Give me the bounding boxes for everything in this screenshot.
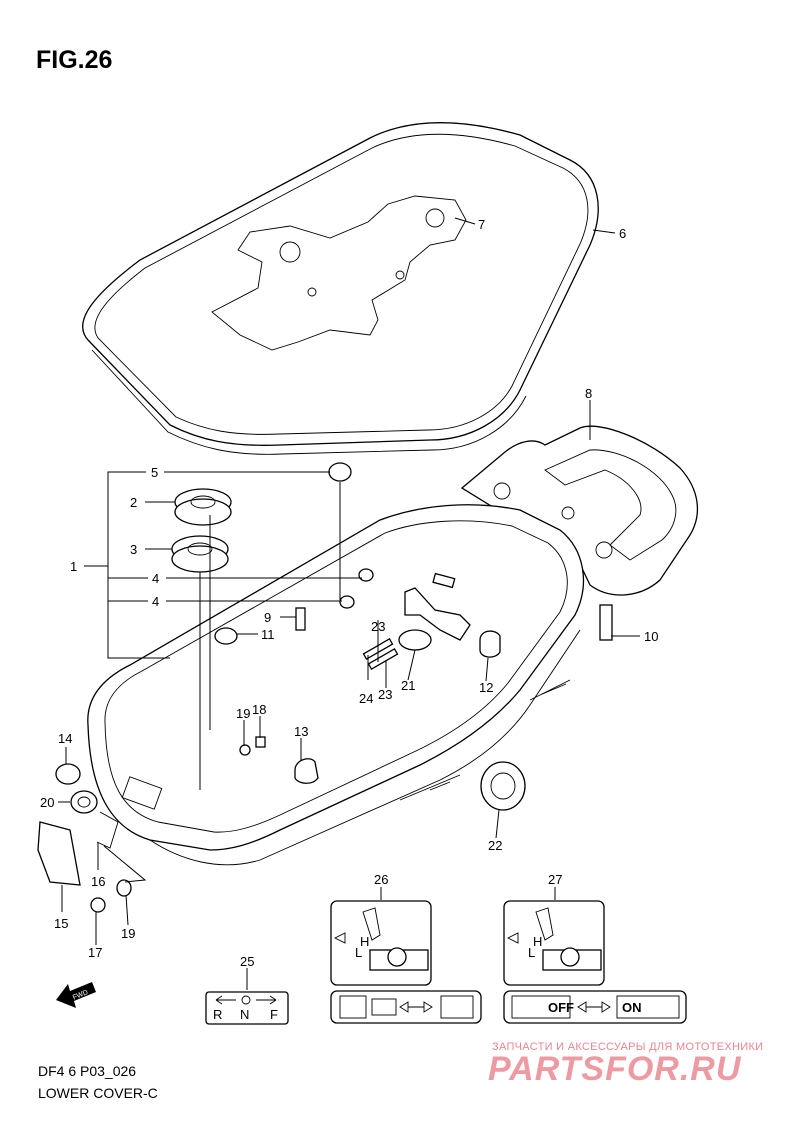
oil27-h: H xyxy=(533,934,542,949)
grommets-parts-2-3-5 xyxy=(171,462,352,573)
oil27-on: ON xyxy=(622,1000,642,1015)
callout-16: 16 xyxy=(91,874,105,889)
callout-18: 18 xyxy=(252,702,266,717)
callout-23a: 23 xyxy=(371,619,385,634)
watermark-brand: PARTSFOR.RU xyxy=(488,1050,742,1088)
shift-decal-r: R xyxy=(213,1007,222,1022)
leader-lines xyxy=(58,217,640,990)
oil27-off: OFF xyxy=(548,1000,574,1015)
outer-small-parts xyxy=(37,761,526,913)
callout-23b: 23 xyxy=(378,687,392,702)
callout-19a: 19 xyxy=(236,706,250,721)
oil-decal-part-27: H L OFF ON xyxy=(503,900,687,1024)
diagram-name: LOWER COVER-C xyxy=(38,1085,158,1101)
plate-gasket-part-7 xyxy=(211,195,467,351)
callout-12: 12 xyxy=(479,680,493,695)
oil26-l: L xyxy=(355,945,362,960)
callout-1: 1 xyxy=(70,559,77,574)
oil27-l: L xyxy=(528,945,535,960)
callout-4a: 4 xyxy=(152,571,159,586)
callout-11: 11 xyxy=(261,627,275,642)
callout-14: 14 xyxy=(58,731,72,746)
callout-4b: 4 xyxy=(152,594,159,609)
lower-cover-body xyxy=(87,504,585,866)
callout-17: 17 xyxy=(88,945,102,960)
fwd-arrow-icon: FWD xyxy=(56,982,96,1008)
callout-24: 24 xyxy=(359,691,373,706)
callout-27: 27 xyxy=(548,872,562,887)
callout-9: 9 xyxy=(264,610,271,625)
figure-title: FIG.26 xyxy=(36,46,113,74)
callout-20: 20 xyxy=(40,795,54,810)
callout-2: 2 xyxy=(130,495,137,510)
callout-21: 21 xyxy=(401,678,415,693)
callout-25: 25 xyxy=(240,954,254,969)
callout-3: 3 xyxy=(130,542,137,557)
callout-7: 7 xyxy=(478,217,485,232)
shift-decal-f: F xyxy=(270,1007,278,1022)
callout-19b: 19 xyxy=(121,926,135,941)
callout-22: 22 xyxy=(488,838,502,853)
callout-10: 10 xyxy=(644,629,658,644)
diagram-code: DF4 6 P03_026 xyxy=(38,1063,137,1079)
callout-8: 8 xyxy=(585,386,592,401)
shift-decal-n: N xyxy=(240,1007,249,1022)
callout-13: 13 xyxy=(294,724,308,739)
oil26-h: H xyxy=(360,934,369,949)
oil-decal-part-26: H L xyxy=(330,900,482,1024)
callout-15: 15 xyxy=(54,916,68,931)
callout-6: 6 xyxy=(619,226,626,241)
handle-part-8 xyxy=(460,425,699,596)
cover-seal-part-6 xyxy=(82,121,599,455)
callout-26: 26 xyxy=(374,872,388,887)
watermark-tagline: ЗАПЧАСТИ И АКСЕССУАРЫ ДЛЯ МОТОТЕХНИКИ xyxy=(492,1041,764,1053)
shift-decal-part-25: R N F xyxy=(205,991,289,1025)
callout-5: 5 xyxy=(151,465,158,480)
callout-numbers: 1 2 3 4 4 5 6 7 8 9 10 11 12 13 14 15 16… xyxy=(40,217,658,969)
